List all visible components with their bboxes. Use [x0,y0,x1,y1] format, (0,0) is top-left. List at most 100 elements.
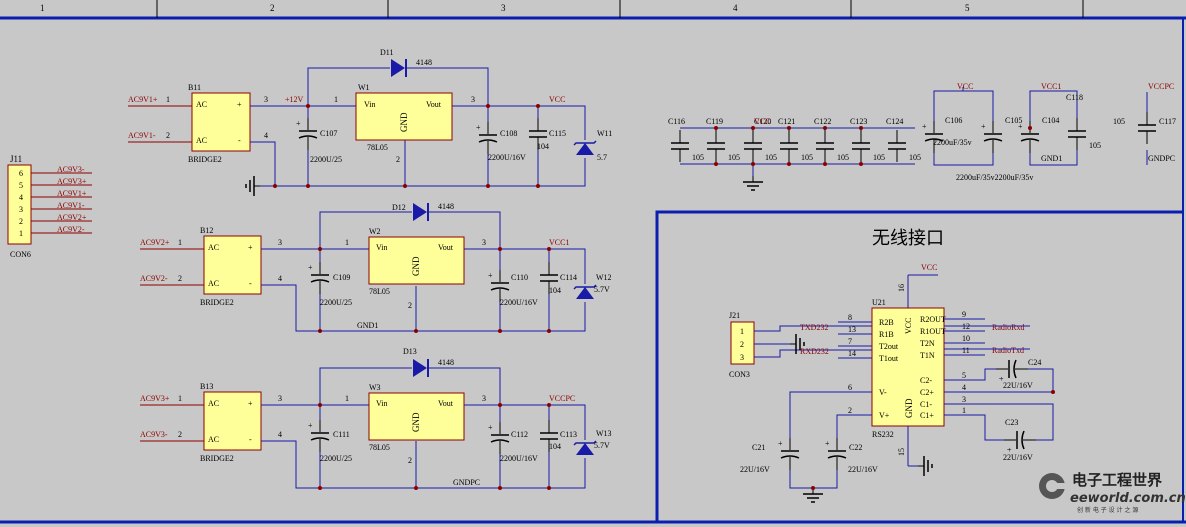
wire-junction-dot [403,184,407,188]
c117-value: 105 [1113,117,1125,126]
u21-right-pin-number: 10 [962,334,970,343]
ch2-bridge-minus: - [249,279,252,288]
wire-junction-dot [498,247,502,251]
wire-junction-dot [414,329,418,333]
ch3-reg-gnd: GND [411,412,421,432]
wire-junction-dot [1051,390,1055,394]
j11-net-label: AC9V3- [57,165,85,174]
wire-junction-dot [498,403,502,407]
wire-junction-dot [787,126,791,130]
wire-junction-dot [751,126,755,130]
ch1-reg-ref: W1 [358,83,370,92]
decoupling-cap-ref: C120 [754,117,771,126]
ch2-cout-ref: C110 [511,273,528,282]
u21-left-pin-name: V+ [879,411,890,420]
u21-right-pin-name: T1N [920,351,935,360]
u21-left-pin-name: R2B [879,318,894,327]
u21-vcc-pin-name: VCC [904,318,913,334]
wire-junction-dot [823,126,827,130]
ch2-reg-pin3: 3 [482,238,486,247]
ch1-bridge [191,92,251,152]
decoupling-capacitor [779,129,799,163]
ch1-cin-ref: C107 [320,129,337,138]
ch2-bridge-ac2: AC [208,279,219,288]
ch3-diode-value: 4148 [438,358,454,367]
c118-value: 105 [1089,141,1101,150]
wire-junction-dot [318,247,322,251]
u21-right-pin-number: 4 [962,383,966,392]
wire-junction-dot [547,486,551,490]
wire-junction-dot [306,104,310,108]
c104-ref: C104 [1042,116,1059,125]
j11-type: CON6 [10,250,31,259]
decoup-gndpc-label: GNDPC [1148,154,1175,163]
ch1-zener-ref: W11 [597,129,612,138]
c21-ref: C21 [752,443,765,452]
ch1-reg-pin2: 2 [396,155,400,164]
ch1-diode-ref: D11 [380,48,393,57]
decoupling-cap-ref: C116 [668,117,685,126]
u21-right-pin-name: R2OUT [920,315,946,324]
c24-ref: C24 [1028,358,1041,367]
u21-left-pin-number: 6 [848,383,852,392]
ch1-regulator [355,92,453,141]
decoupling-cap-value: 105 [837,153,849,162]
ch3-reg-pin1: 1 [345,394,349,403]
u21-left-pin-number: 13 [848,325,856,334]
ch1-bridge-type: BRIDGE2 [188,155,222,164]
ch1-csmall-ref: C115 [549,129,566,138]
c105-ref: C105 [1005,116,1022,125]
ch3-csmall-value: 104 [549,442,561,451]
wire-junction-dot [811,486,815,490]
decoup-vccpc-label: VCCPC [1148,82,1174,91]
j11-pin-number: 1 [19,229,23,238]
wire-junction-dot [273,184,277,188]
ch3-bridge-ac2: AC [208,435,219,444]
ch2-csmall-ref: C114 [560,273,577,282]
ch3-bridge-minus: - [249,435,252,444]
j21-pin1: 1 [740,327,744,336]
c22-value: 22U/16V [848,465,878,474]
wire-junction-dot [1028,126,1032,130]
ch2-diode-ref: D12 [392,203,406,212]
zone-label-1: 1 [40,3,45,13]
ch3-bridge-ac1: AC [208,399,219,408]
decoupling-capacitor [670,129,690,163]
ch1-reg-vin: Vin [364,100,376,109]
ch1-bridge-ac1: AC [196,100,207,109]
u21-right-pin-name: T2N [920,339,935,348]
ch1-cout-value: 2200U/16V [488,153,526,162]
ch1-bridge-plus: + [237,100,242,109]
ch1-in-plus-pin: 1 [166,95,170,104]
ch2-reg-pin1: 1 [345,238,349,247]
ch1-in-minus: AC9V1- [128,131,156,140]
ch2-diode-value: 4148 [438,202,454,211]
u21-gnd-pin: 15 [897,448,906,456]
ch2-bridge [203,235,262,295]
u21-left-pin-name: V- [879,388,887,397]
u21-left-pin-number: 7 [848,337,852,346]
wire-junction-dot [787,162,791,166]
u21-left-pin-name: T1out [879,354,899,363]
u21-left-pin-number: 14 [848,349,856,358]
watermark-slogan: 创 新 电 子 设 计 之 源 [1077,506,1138,514]
decoup-bottom-value: 2200uF/35v2200uF/35v [956,173,1033,182]
decoup-vcc-label-2: VCC [957,82,973,91]
ch3-in-plus-pin: 1 [178,394,182,403]
decoupling-capacitor [743,129,763,163]
ch2-bridge-ref: B12 [200,226,213,235]
decoupling-cap-value: 105 [873,153,885,162]
u21-right-pin-name: C2+ [920,388,934,397]
ch1-plus12-label: +12V [285,95,304,104]
ch2-reg-type: 78L05 [369,287,390,296]
u21-chip [871,307,945,427]
watermark-brand-cn: 电子工程世界 [1072,471,1162,489]
u21-gnd-pin-name: GND [904,398,914,418]
ch3-cin-value: 2200U/25 [320,454,352,463]
ch2-csmall-value: 104 [549,286,561,295]
u21-ref: U21 [872,298,886,307]
ch2-in-plus-pin: 1 [178,238,182,247]
ch3-reg-ref: W3 [369,383,381,392]
wire-junction-dot [486,104,490,108]
wire-junction-dot [714,126,718,130]
